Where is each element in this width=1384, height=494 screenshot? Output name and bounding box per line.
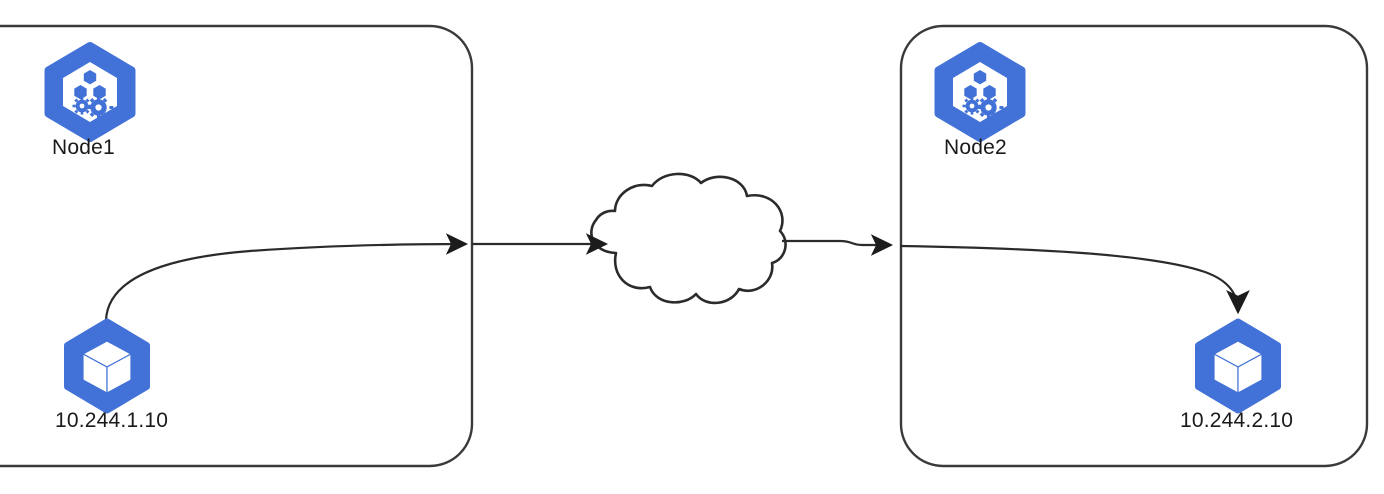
connector-cloud-to-node2	[782, 234, 894, 256]
pod-cube-icon[interactable]	[64, 318, 150, 414]
kubernetes-node-icon	[44, 42, 136, 142]
connector-node2-edge-to-pod2	[899, 244, 1250, 315]
connector-pod1-to-node-edge	[104, 233, 469, 321]
cloud-icon[interactable]	[590, 172, 787, 305]
pod1-ip-label: 10.244.1.10	[55, 409, 169, 432]
node2-label: Node2	[944, 136, 1007, 159]
kubernetes-node-icon	[934, 42, 1026, 142]
pod2-ip-label: 10.244.2.10	[1180, 409, 1294, 432]
node1-label: Node1	[52, 136, 115, 159]
pod-cube-icon[interactable]	[1195, 318, 1281, 414]
